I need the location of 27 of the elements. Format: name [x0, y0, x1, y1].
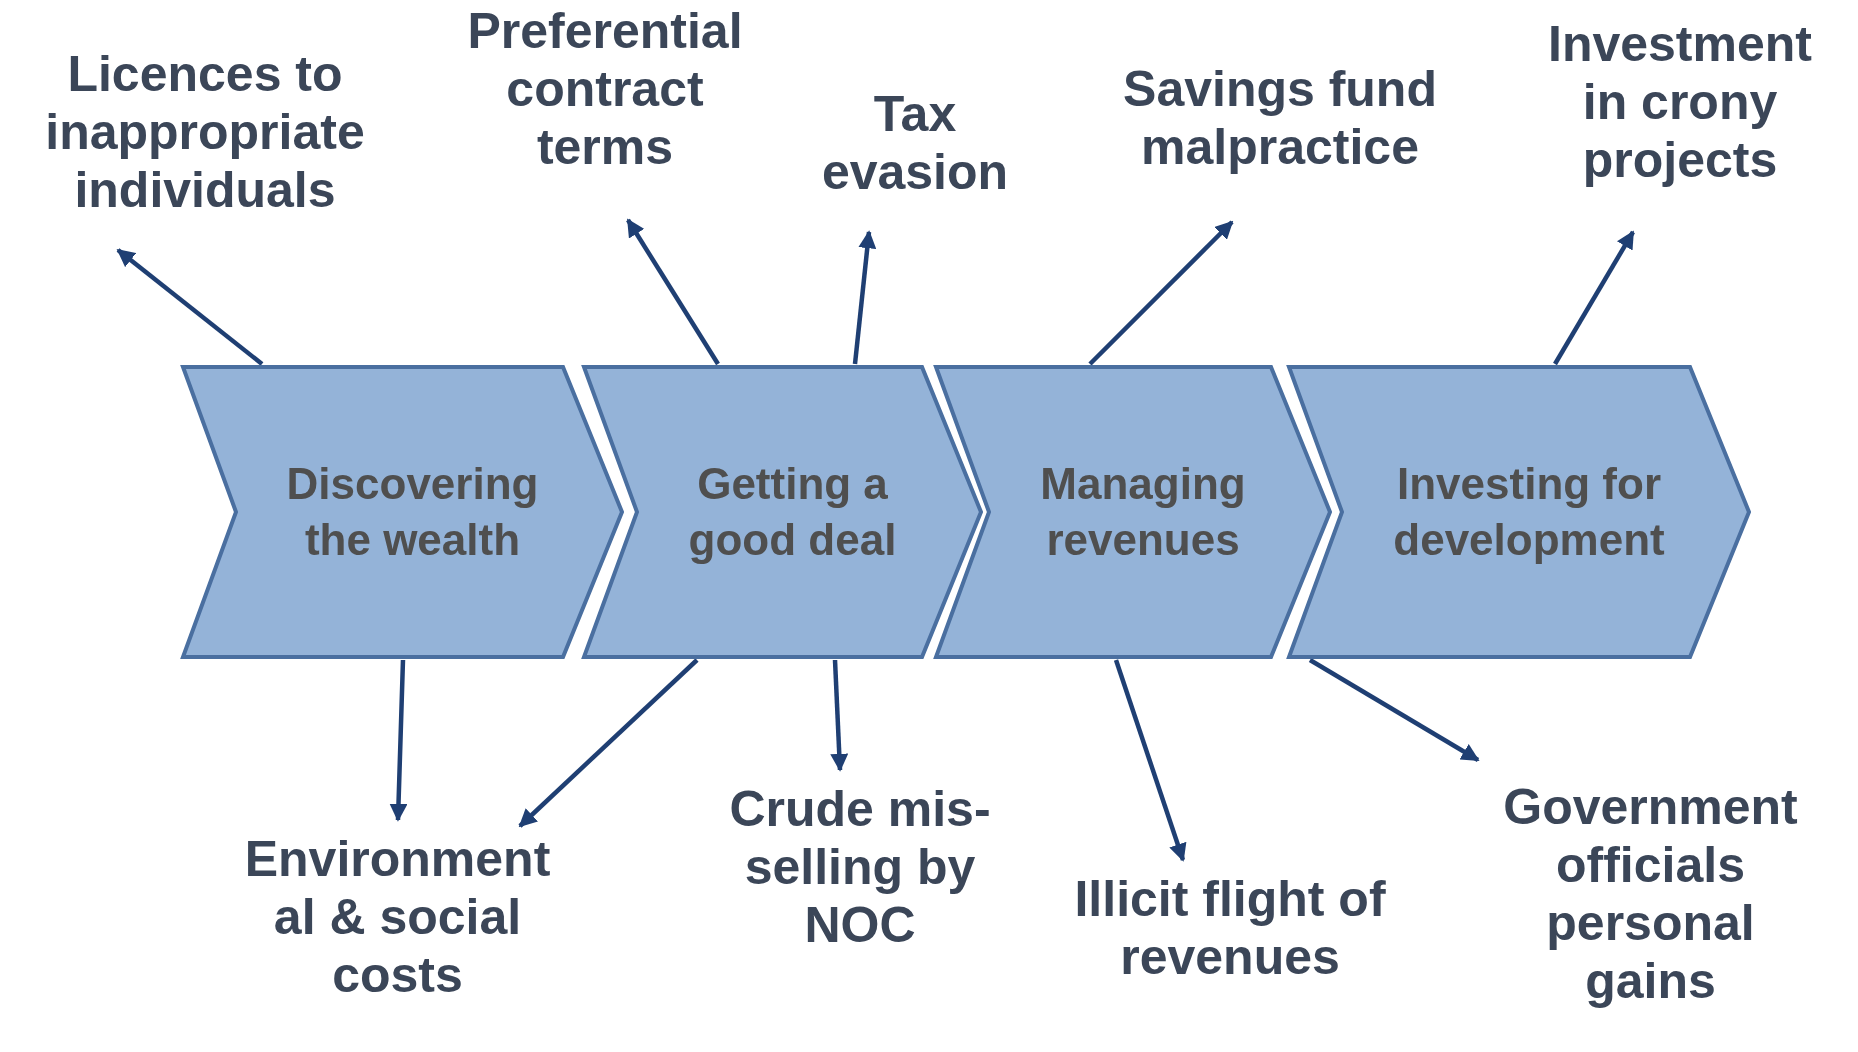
risk-label: Illicit flight of revenues — [1040, 870, 1420, 1000]
chevron-step — [180, 364, 625, 660]
chevron-step — [581, 364, 984, 660]
risk-label: Tax evasion — [790, 85, 1040, 215]
step-label: Getting a good deal — [687, 458, 898, 566]
step-label: Investing for development — [1392, 458, 1666, 566]
step-label: Discovering the wealth — [285, 458, 540, 566]
arrow — [1308, 658, 1480, 762]
arrow — [852, 230, 877, 365]
risk-label: Crude mis-selling by NOC — [700, 780, 1020, 960]
risk-label: Licences to inappropriate individuals — [10, 45, 400, 225]
chevron-step — [1286, 364, 1752, 660]
risk-label: Environment al & social costs — [225, 830, 570, 1010]
arrow — [1553, 230, 1635, 366]
chevron-step — [933, 364, 1333, 660]
arrow — [116, 248, 264, 366]
risk-label: Preferential contract terms — [440, 2, 770, 182]
arrow — [1113, 659, 1187, 862]
arrow — [830, 659, 849, 772]
arrow — [1088, 220, 1234, 366]
risk-label: Government officials personal gains — [1478, 778, 1823, 1018]
risk-label: Savings fund malpractice — [1080, 60, 1480, 190]
arrow — [518, 658, 699, 828]
arrow — [626, 218, 720, 366]
step-label: Managing revenues — [1039, 458, 1247, 566]
risk-label: Investment in crony projects — [1520, 15, 1840, 195]
arrow — [389, 659, 408, 822]
